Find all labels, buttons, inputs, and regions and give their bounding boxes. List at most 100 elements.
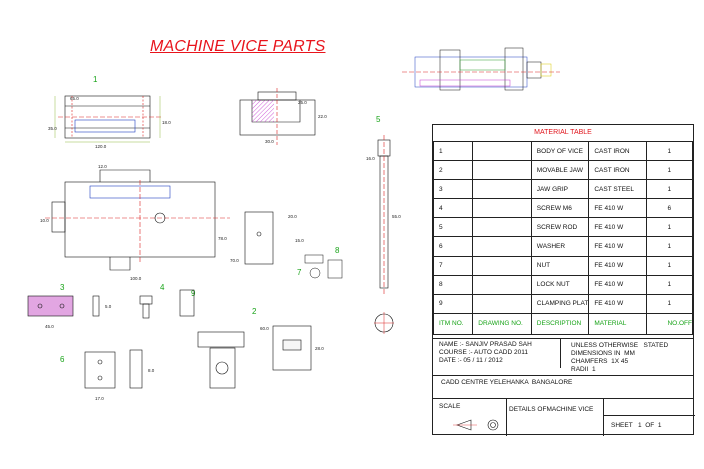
part-number: 3 [60,283,65,292]
header-material: MATERIAL [588,312,648,335]
cell-description: NUT [530,255,590,276]
dim-label: 12.0 [98,164,107,169]
cell-qty: 1 [646,140,693,162]
author-name: NAME :- SANJIV PRASAD SAH [439,341,532,348]
dim-label: 120.0 [95,144,107,149]
sheet-title: MACHINE VICE PARTS [150,38,326,55]
dim-label: 8.0 [148,368,155,373]
dim-label: 30.0 [265,139,274,144]
cell-qty: 1 [646,160,693,181]
cell-item: 8 [432,274,474,295]
note-2: DIMENSIONS IN MM [571,350,635,357]
cell-item: 6 [432,236,474,257]
projection-symbol [453,419,499,431]
cell-material: FE 410 W [588,236,648,257]
cell-description: SCREW M6 [530,198,590,219]
dim-label: 10.0 [40,218,49,223]
cell-description: CLAMPING PLAT [530,293,590,314]
cell-drawing [472,236,532,257]
assembly-view [402,47,560,91]
cell-description: SCREW ROD [530,217,590,238]
cell-drawing [472,274,532,295]
course: COURSE :- AUTO CADD 2011 [439,349,528,356]
dim-label: 15.0 [295,238,304,243]
cell-item: 3 [432,179,474,200]
cell-qty: 1 [646,293,693,314]
cell-qty: 1 [646,274,693,295]
cell-qty: 1 [646,236,693,257]
header-drawing: DRAWING NO. [472,312,532,335]
note-3: CHAMFERS 1X 45 [571,358,629,365]
cell-material: CAST IRON [588,160,648,181]
part-7-view [304,254,343,279]
dim-label: 65.0 [70,96,79,101]
material-table-title: MATERIAL TABLE [433,125,693,142]
cell-drawing [472,293,532,314]
part-number: 5 [376,115,381,124]
part-4-view [139,295,153,319]
header-item: ITM NO. [432,312,474,335]
cell-description: BODY OF VICE [530,140,590,162]
part-2-view [197,325,312,389]
cell-material: FE 410 W [588,274,648,295]
cell-item: 1 [432,140,474,162]
cell-drawing [472,140,532,162]
cell-drawing [472,217,532,238]
dim-label: 60.0 [260,326,269,331]
cell-qty: 6 [646,198,693,219]
dim-label: 28.0 [315,346,324,351]
note-1: UNLESS OTHERWISE STATED [571,342,669,349]
part-3-view [27,295,100,317]
cell-material: CAST STEEL [588,179,648,200]
part-number: 9 [191,289,196,298]
part-9-view [244,211,274,265]
dim-label: 100.0 [130,276,142,281]
part-number: 2 [252,307,257,316]
cell-description: LOCK NUT [530,274,590,295]
cell-material: FE 410 W [588,255,648,276]
cell-drawing [472,198,532,219]
scale-label: SCALE [439,403,461,410]
part-5-view [377,135,391,295]
dim-label: 35.0 [48,126,57,131]
dim-label: 78.0 [218,236,227,241]
header-description: DESCRIPTION [530,312,590,335]
cell-drawing [472,255,532,276]
cell-item: 9 [432,293,474,314]
cell-description: MOVABLE JAW [530,160,590,181]
cell-item: 2 [432,160,474,181]
cell-item: 7 [432,255,474,276]
part-1-top-view [54,95,162,143]
dim-label: 70.0 [230,258,239,263]
dim-label: 16.0 [366,156,375,161]
dim-label: 25.0 [298,100,307,105]
cell-qty: 1 [646,217,693,238]
part-1-plan-view [45,169,230,271]
part-number: 1 [93,75,98,84]
dim-label: 20.0 [288,214,297,219]
cell-drawing [472,179,532,200]
cell-qty: 1 [646,255,693,276]
cell-qty: 1 [646,179,693,200]
date: DATE :- 05 / 11 / 2012 [439,357,503,364]
cell-material: FE 410 W [588,293,648,314]
dim-label: 18.0 [162,120,171,125]
cell-drawing [472,160,532,181]
part-number: 7 [297,268,302,277]
dim-label: 55.0 [392,214,401,219]
centre: CADD CENTRE YELEHANKA BANGALORE [441,379,573,386]
cell-description: WASHER [530,236,590,257]
sheet-info: SHEET 1 OF 1 [611,422,662,429]
cell-description: JAW GRIP [530,179,590,200]
